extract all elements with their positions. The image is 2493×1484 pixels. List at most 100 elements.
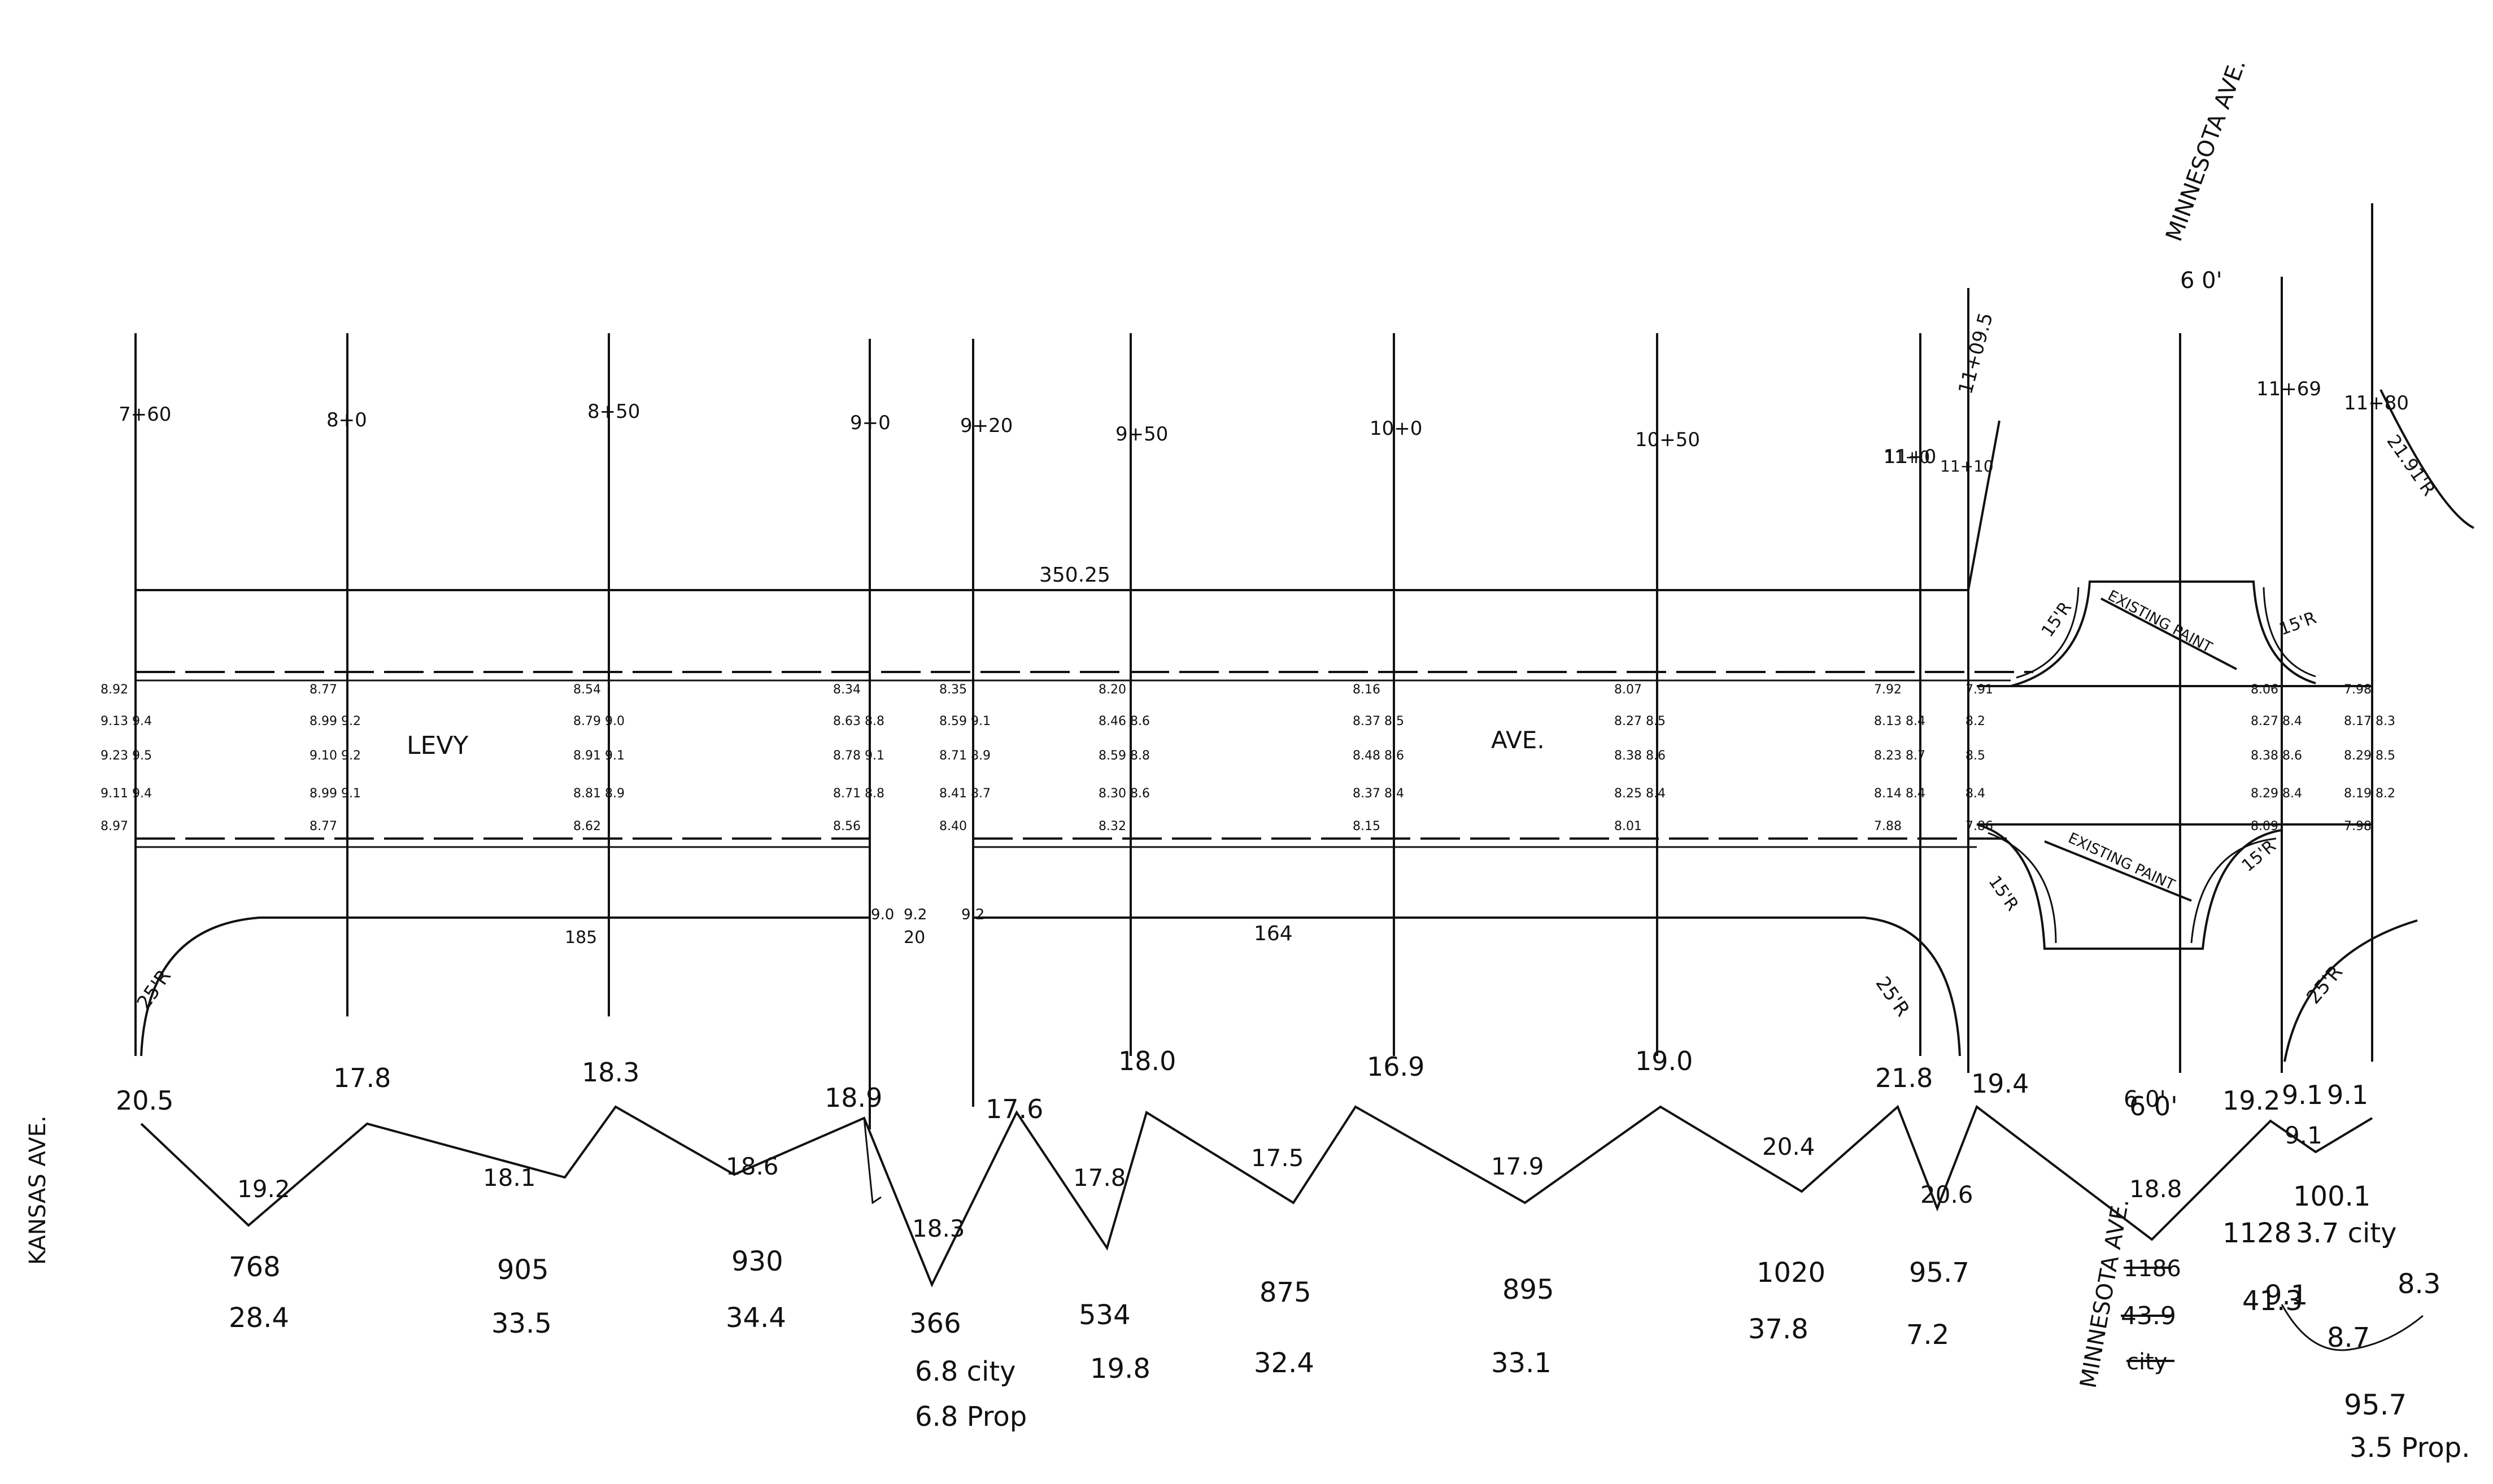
- elevation-value: 8.5: [1965, 749, 1985, 763]
- volume-value: 37.8: [1748, 1313, 1808, 1345]
- distance-top: 350.25: [1039, 564, 1110, 587]
- intersection-bottom: [1976, 823, 2282, 950]
- existing-paint-arrow-bottom: [2044, 840, 2192, 902]
- elevation-note: 9.2: [961, 906, 984, 923]
- elevation-value: 8.35: [939, 683, 967, 697]
- elevation-value: 8.19 8.2: [2344, 787, 2395, 801]
- elevation-value: 8.59 8.8: [1099, 749, 1150, 763]
- elevation-value: 8.34: [833, 683, 861, 697]
- grade-profile-secondary: [863, 1118, 882, 1204]
- elevation-value: 8.79 9.0: [573, 714, 625, 728]
- station-label-extra: 11+10: [1940, 457, 1994, 475]
- volume-value: 28.4: [229, 1302, 289, 1334]
- station-label: 9+50: [1115, 423, 1168, 446]
- profile-value: 20.5: [116, 1085, 173, 1116]
- volume-value: 19.8: [1090, 1353, 1150, 1385]
- note-prop: 6.8 Prop: [915, 1401, 1027, 1433]
- elevation-value: 8.63 8.8: [833, 714, 884, 728]
- elevation-note: 9.0: [871, 906, 894, 923]
- profile-value: 9.1: [2285, 1121, 2322, 1149]
- street-label-levy: LEVY: [407, 731, 468, 760]
- note-value: 8.3: [2398, 1268, 2440, 1300]
- elevation-value: 8.13 8.4: [1874, 714, 1925, 728]
- station-label: 11+69: [2256, 378, 2321, 400]
- volume-value: 33.5: [491, 1308, 552, 1339]
- elevation-value: 8.17 8.3: [2344, 714, 2395, 728]
- elevation-value: 8.37 8.5: [1353, 714, 1404, 728]
- area-value: 534: [1079, 1299, 1131, 1331]
- width-minnesota-bottom: 6 0': [2124, 1086, 2166, 1112]
- distance-bottom-mid: 20: [904, 928, 925, 948]
- elevation-value: 8.23 8.7: [1874, 749, 1925, 763]
- area-value: 1020: [1757, 1257, 1825, 1289]
- elevation-value: 8.62: [573, 819, 601, 833]
- intersection-bottom-inner: [1988, 832, 2057, 944]
- profile-value: 9.1: [2282, 1080, 2323, 1110]
- elevation-value: 8.2: [1965, 714, 1985, 728]
- elevation-value: 9.23 9.5: [101, 749, 152, 763]
- right-of-way-bottom-left: [140, 916, 870, 1057]
- elevation-value: 7.98: [2344, 683, 2372, 697]
- profile-value: 17.8: [1073, 1164, 1126, 1191]
- profile-value: 18.9: [825, 1083, 882, 1113]
- elevation-value: 8.25 8.4: [1614, 787, 1666, 801]
- volume-value: 41.3: [2242, 1285, 2303, 1317]
- volume-value: 33.1: [1491, 1347, 1551, 1379]
- elevation-value: 8.56: [833, 819, 861, 833]
- elevation-value: 7.86: [1965, 819, 1993, 833]
- elevation-value: 9.10 9.2: [310, 749, 361, 763]
- elevation-value: 8.46 8.6: [1099, 714, 1150, 728]
- profile-value: 6 0': [2129, 1091, 2178, 1121]
- elevation-value: 8.48 8.6: [1353, 749, 1404, 763]
- corner-arc-top-right: [2379, 389, 2474, 529]
- elevation-value: 8.38 8.6: [2251, 749, 2302, 763]
- elevation-value: 8.99 9.2: [310, 714, 361, 728]
- elevation-value: 8.99 9.1: [310, 787, 361, 801]
- area-value: 95.7: [1909, 1257, 1969, 1289]
- elevation-note: 9.2: [904, 906, 927, 923]
- elevation-value: 8.91 9.1: [573, 749, 625, 763]
- profile-value: 9.1: [2327, 1080, 2368, 1110]
- elevation-value: 8.15: [1353, 819, 1380, 833]
- elevation-value: 8.59 9.1: [939, 714, 991, 728]
- profile-value: 17.9: [1491, 1153, 1544, 1180]
- radius-label: 21.91'R: [2382, 431, 2439, 500]
- station-label: 11+0: [1884, 446, 1936, 468]
- elevation-value: 9.13 9.4: [101, 714, 152, 728]
- radius-label: 25'R: [133, 966, 176, 1014]
- station-label: 8+50: [587, 400, 640, 423]
- intersection-top-left-inner: [2016, 587, 2080, 679]
- profile-value: 19.2: [237, 1175, 290, 1203]
- note-struck: 1186: [2124, 1256, 2181, 1282]
- elevation-value: 8.06: [2251, 683, 2278, 697]
- profile-value: 16.9: [1367, 1051, 1424, 1082]
- station-label: 10+0: [1370, 417, 1422, 440]
- profile-value: 20.6: [1920, 1181, 1973, 1208]
- street-label-minnesota-top: MINNESOTA AVE.: [2161, 55, 2251, 245]
- width-minnesota-top: 6 0': [2180, 268, 2222, 294]
- station-label: 7+60: [119, 403, 171, 426]
- elevation-value: 8.54: [573, 683, 601, 697]
- elevation-value: 9.11 9.4: [101, 787, 152, 801]
- area-value: 1128: [2222, 1217, 2291, 1249]
- station-label: 8+0: [326, 409, 367, 431]
- radius-label: 25'R: [2302, 961, 2347, 1009]
- elevation-value: 8.29 8.5: [2344, 749, 2395, 763]
- note-value: 95.7: [2344, 1389, 2407, 1421]
- area-value: 895: [1502, 1274, 1554, 1306]
- area-value: 875: [1259, 1277, 1311, 1308]
- note-value: 9.1: [2265, 1280, 2308, 1311]
- profile-value: 18.3: [912, 1215, 965, 1242]
- elevation-value: 8.77: [310, 819, 337, 833]
- profile-value: 19.0: [1635, 1046, 1693, 1076]
- radius-label: 25'R: [1871, 972, 1914, 1020]
- area-value: 930: [731, 1246, 783, 1277]
- radius-label: 15'R: [2277, 608, 2319, 640]
- right-of-way-top: [136, 420, 2000, 591]
- elevation-value: 8.92: [101, 683, 128, 697]
- elevation-value: 7.92: [1874, 683, 1902, 697]
- distance-bottom-right: 164: [1254, 922, 1293, 945]
- profile-value: 17.6: [986, 1094, 1043, 1124]
- elevation-value: 8.37 8.4: [1353, 787, 1404, 801]
- existing-paint-arrow-top: [2100, 597, 2237, 670]
